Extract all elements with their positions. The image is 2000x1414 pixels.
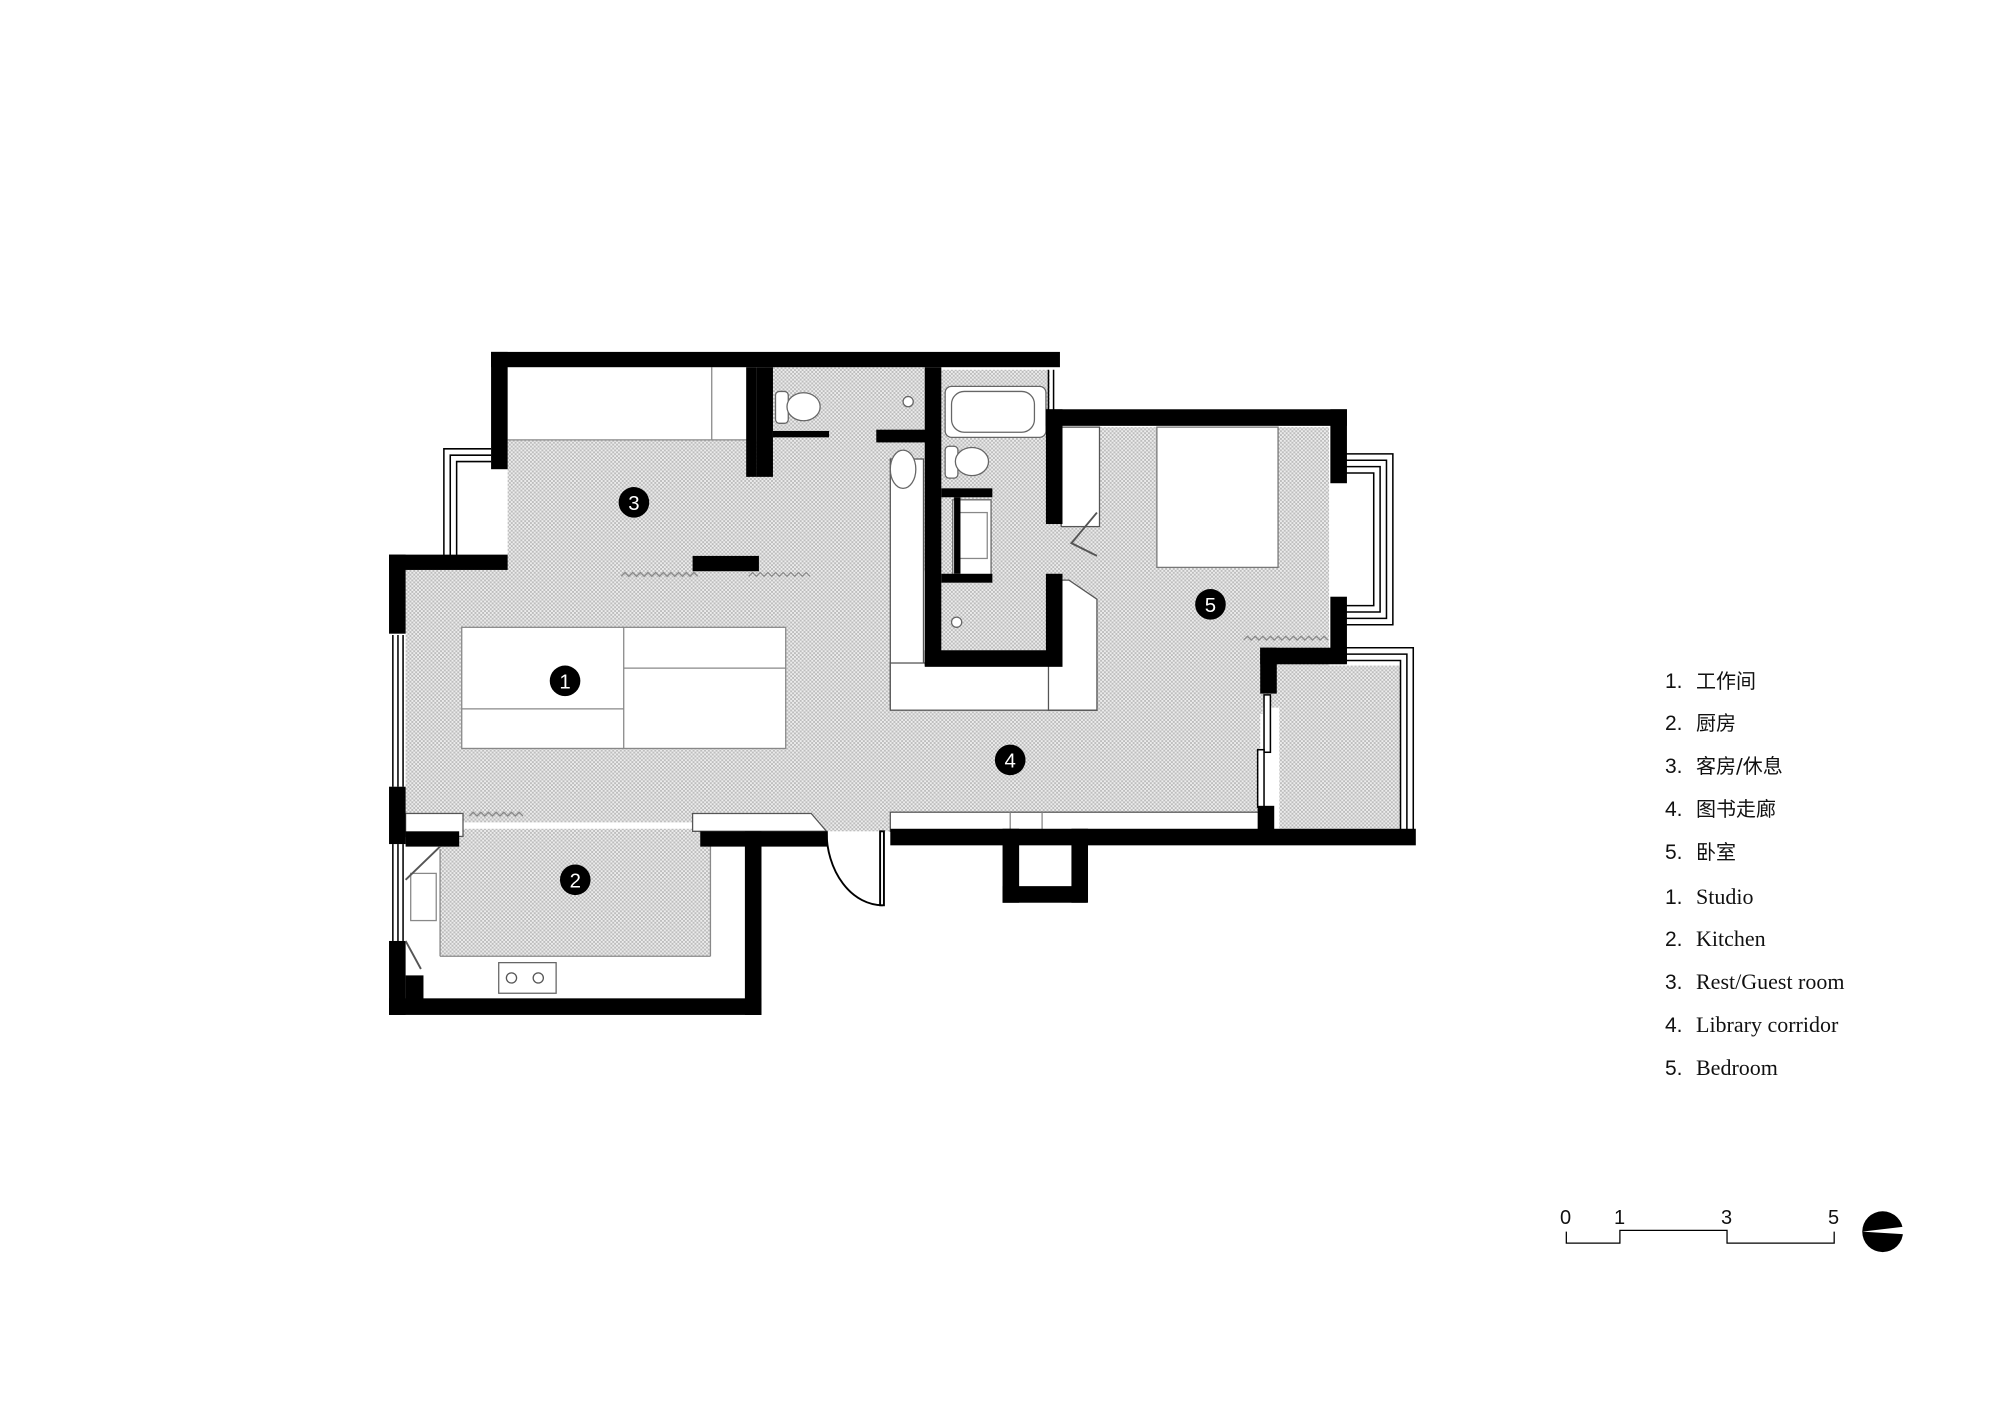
room-markers: 3 1 2 4 5 bbox=[549, 487, 1226, 896]
svg-text:5: 5 bbox=[1205, 595, 1216, 617]
north-arrow-icon bbox=[1862, 1211, 1905, 1253]
room-marker-4: 4 bbox=[994, 744, 1026, 776]
wardrobe bbox=[1060, 426, 1101, 528]
doors bbox=[404, 511, 1098, 970]
legend-item: 5.Bedroom bbox=[1665, 1055, 1778, 1080]
legend-item: 4.Library corridor bbox=[1665, 1012, 1839, 1037]
svg-text:4: 4 bbox=[1005, 751, 1016, 773]
scale-tick-5: 5 bbox=[1828, 1207, 1840, 1229]
windows bbox=[392, 369, 1415, 941]
svg-text:3: 3 bbox=[628, 493, 639, 515]
room-marker-2: 2 bbox=[559, 864, 591, 896]
bed bbox=[1156, 426, 1279, 569]
legend-item: 5.卧室 bbox=[1665, 840, 1736, 864]
room-marker-5: 5 bbox=[1195, 589, 1226, 620]
svg-text:2: 2 bbox=[570, 870, 581, 892]
legend-item: 4.图书走廊 bbox=[1665, 797, 1776, 821]
legend-item: 3.Rest/Guest room bbox=[1665, 969, 1845, 994]
legend-item: 1.工作间 bbox=[1665, 669, 1756, 693]
legend-item: 3.客房/休息 bbox=[1665, 754, 1783, 778]
scale-tick-3: 3 bbox=[1721, 1207, 1733, 1229]
legend-item: 1.Studio bbox=[1665, 884, 1754, 909]
room-marker-1: 1 bbox=[549, 665, 581, 697]
walls bbox=[389, 351, 1416, 1015]
room-marker-3: 3 bbox=[618, 487, 650, 518]
legend-item: 2.Kitchen bbox=[1665, 926, 1766, 951]
scale-tick-0: 0 bbox=[1560, 1207, 1572, 1229]
stove bbox=[498, 962, 557, 994]
scale-tick-1: 1 bbox=[1614, 1207, 1626, 1229]
kitchen-counter-bottom bbox=[405, 956, 712, 1001]
legend-item: 2.厨房 bbox=[1665, 711, 1736, 735]
curtains bbox=[468, 571, 1329, 817]
corridor-shelf bbox=[889, 811, 1261, 832]
scale-bar bbox=[1565, 1229, 1835, 1244]
furniture bbox=[404, 367, 1279, 1001]
svg-text:1: 1 bbox=[559, 672, 570, 694]
